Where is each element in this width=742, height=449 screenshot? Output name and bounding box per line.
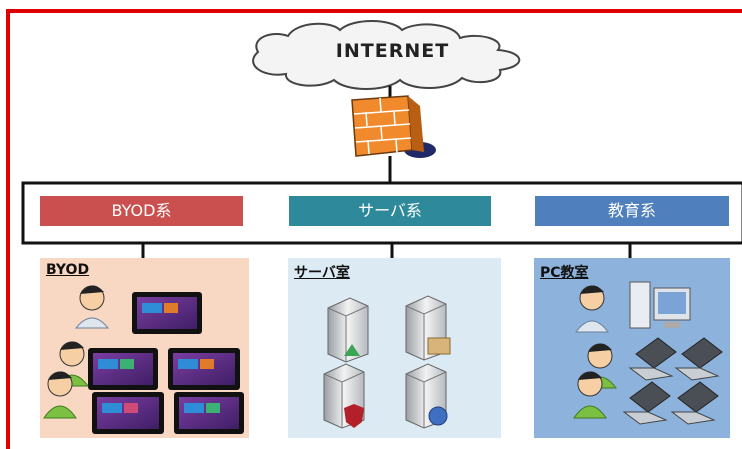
backbone-box	[21, 181, 742, 245]
laptop-icon	[622, 381, 671, 425]
internet-cloud-icon	[252, 20, 521, 90]
server-devices	[323, 295, 451, 429]
server-room-title: サーバ室	[294, 265, 350, 281]
byod-zone: BYOD	[40, 258, 249, 438]
segment-byod-label: BYOD系	[40, 196, 243, 226]
byod-devices	[43, 285, 244, 434]
tablet-icon	[168, 348, 240, 390]
laptop-icon	[670, 381, 719, 425]
laptop-icon	[674, 337, 723, 381]
user-icon	[573, 371, 607, 419]
user-icon	[43, 371, 77, 419]
user-icon	[575, 285, 609, 333]
tablet-icon	[174, 392, 244, 434]
pc-room-title: PC教室	[540, 265, 589, 281]
segment-server-label: サーバ系	[289, 196, 491, 226]
pc-devices	[573, 281, 723, 425]
laptop-icon	[628, 337, 677, 381]
server-room-zone: サーバ室	[288, 258, 501, 438]
pc-room-zone: PC教室	[534, 258, 730, 438]
outer-frame	[6, 9, 742, 449]
tablet-icon	[132, 292, 202, 334]
server-icon	[405, 295, 451, 361]
tablet-icon	[88, 348, 158, 390]
desktop-pc-icon	[629, 281, 691, 329]
server-icon	[323, 363, 365, 429]
server-icon	[405, 363, 448, 429]
internet-label: INTERNET	[335, 40, 450, 62]
segment-edu-label: 教育系	[535, 196, 729, 226]
user-icon	[74, 285, 110, 329]
server-icon	[327, 297, 369, 363]
byod-zone-title: BYOD	[46, 262, 90, 278]
tablet-icon	[92, 392, 164, 434]
firewall-icon	[351, 95, 436, 158]
